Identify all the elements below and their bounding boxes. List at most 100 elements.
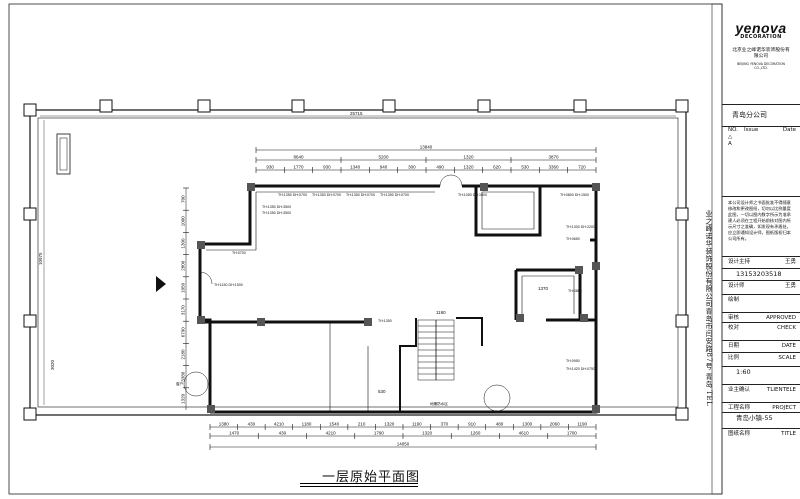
bottom-dim-1-label: 2060 [550,422,561,427]
dim-530: 530 [378,389,386,394]
title-block: yenova DECORATION 北京业之峰诺华装饰股份有限公司 BEIJIN… [722,0,800,499]
row-value: 1:60 [736,368,751,376]
row-value: 青岛小镇-55 [736,414,773,422]
row-label: 比例 [728,355,740,361]
left-dim-label: 2180 [181,349,186,360]
bottom-dim-2-label: 4610 [519,431,530,436]
room-tag: TH:1350 DH:0700 [346,193,375,197]
room-tag: TH:1350 DH:3500 [262,205,291,209]
left-dim-label: 3170 [181,305,186,316]
side-strip [711,3,723,495]
bottom-dim-2-label: 1470 [229,431,240,436]
left-dim-label: 2800 [181,260,186,271]
top-dim-2-label: 3870 [548,155,559,160]
row-value: TITLE [781,431,796,437]
room-tag: TH:0800 DH:1500 [560,193,589,197]
window-label: 窗户 [176,381,184,386]
row-label: 审核 [728,315,740,321]
bottom-dim-1-label: 1190 [412,422,422,427]
outer-columns [23,99,689,421]
row-value: CHECK [777,325,796,331]
dim-1370: 1370 [538,286,549,291]
room-tag: TH:1050 DH:1500 [458,193,487,197]
bottom-dim-2-label: 1700 [567,431,578,436]
company-side-text: 业之峰诺华装饰股份有限公司青岛市闫安路87号 青岛 TEL [705,210,713,407]
row-value: PROJECT [772,405,796,411]
room-tag: TH:0650 [566,237,580,241]
top-dim-3-label: 930 [266,165,274,170]
row-value: APPROVED [766,315,796,321]
section-arrow-icon [156,276,166,292]
bottom-dim-1-label: 370 [441,422,449,427]
row-value: 王勇 [784,259,796,265]
room-tag: TH:1350 [378,319,392,323]
sheet-border [8,3,723,495]
bottom-dim-2-label: 1790 [374,431,385,436]
bottom-dim-1-label: 1380 [219,422,230,427]
top-dim-1-label: 13840 [420,145,433,150]
top-dim-2-label: 8640 [293,155,304,160]
room-tag: TH:1350 DH:0700 [278,193,307,197]
bottom-dim-1-label: 210 [358,422,366,427]
top-dim-3-label: 300 [408,165,416,170]
bottom-dim-1-label: 480 [496,422,504,427]
room-tag: TH:0700 [232,251,246,255]
logo-main: yenova [735,20,787,36]
title-block-row: 13153203518 [722,268,800,281]
disclaimer-notes: 本公司设计师之书面批准不得随意修改和更改图纸，切勿以比例量度此图，一切以图内数字… [728,200,791,241]
room-tag: TH:1300 DH:2200 [566,225,595,229]
row-label: 日期 [728,343,740,349]
drawing-title: 一层原始平面图 [322,470,421,485]
room-tag: TH:1350 DH:0700 [380,193,409,197]
top-dim-3-label: 720 [578,165,586,170]
room-tag: TH:1420 DH:0750 [566,367,595,371]
bottom-dim-1-label: 1300 [522,422,533,427]
row-value: 13153203518 [736,270,782,278]
title-block-row: 设计主持 王勇 [722,256,800,269]
logo: yenova DECORATION [730,20,792,40]
bottom-dim-2-label: 430 [279,431,287,436]
bottom-dim-1-label: 430 [248,422,256,427]
bottom-dim-total: 14050 [209,442,597,450]
title-block-row: 设计师 王勇 [722,280,800,295]
title-block-row: 1:60 [722,366,800,385]
top-dim-3-label: 1320 [463,165,474,170]
top-dim-3-label: 490 [436,165,444,170]
room-tag: TH:1350 DH:3500 [262,211,291,215]
bottom-dim-1-label: 910 [468,422,476,427]
room-tag: TH:0800 [568,289,582,293]
stair [417,319,455,381]
row-label: 设计主持 [728,259,751,265]
title-block-row: 工程名称 PROJECT [722,402,800,413]
top-dim-3-label: 1770 [293,165,304,170]
bottom-dim-1-label: 4210 [274,422,285,427]
bottom-dim-1-label: 1190 [577,422,587,427]
top-dim-row-1: 13840 [255,145,597,153]
title-block-row: 校对 CHECK [722,322,800,341]
inner-walls [198,184,598,414]
bottom-dim-1-label: 1320 [384,422,395,427]
company-name-en: BEIJING YENOVA DECORATION CO.,LTD. [737,62,785,70]
top-dim-3-label: 3360 [548,165,559,170]
row-label: 图纸名称 [728,431,751,437]
row-value: 王勇 [784,283,796,289]
title-block-row: 绘制 [722,294,800,313]
overall-height-dim: 10975 [38,252,43,265]
left-dim-label: 700 [181,195,186,203]
door-swings [183,174,511,412]
room-tag: TH:1350 DH:0700 [312,193,341,197]
top-dim-3-label: 940 [380,165,388,170]
water-area-label: 地暖防水区 [430,401,448,406]
top-dim-3-label: 1340 [350,165,361,170]
row-label: 校对 [728,325,740,331]
row-label: 工程名称 [728,405,751,411]
bottom-dim-1-label: 1180 [302,422,312,427]
row-label: 设计师 [728,283,745,289]
row-label: 绘制 [728,297,740,303]
